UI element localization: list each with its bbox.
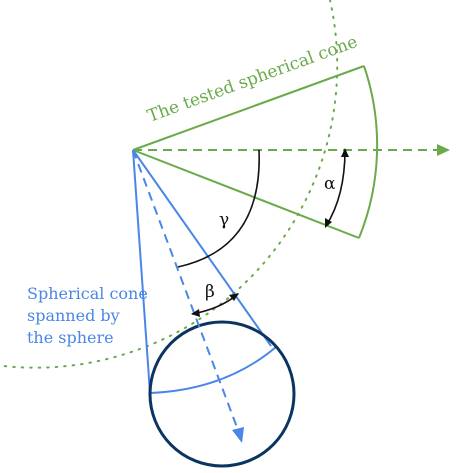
beta-arrowhead-right <box>229 293 239 301</box>
spanned-cone-axis-arrowhead <box>232 427 244 443</box>
spanned-cone-axis <box>132 149 239 431</box>
beta-arrowhead-left <box>191 309 200 317</box>
alpha-label: α <box>324 174 336 194</box>
sphere <box>148 320 296 468</box>
gamma-label: γ <box>219 210 229 230</box>
spanned-cone-edge-right <box>132 149 272 347</box>
spanned-cone-cap-arc <box>149 346 277 394</box>
alpha-angle-arc <box>325 149 346 227</box>
alpha-arrowhead-bottom <box>325 218 332 228</box>
tested-cone-edge-upper <box>132 65 365 151</box>
spanned-cone-label-line-1: Spherical cone <box>27 284 148 303</box>
beta-label: β <box>205 282 215 302</box>
spanned-cone-edge-left <box>132 149 151 394</box>
spanned-cone-label-line-3: the sphere <box>27 328 114 347</box>
tested-cone-axis-arrowhead <box>437 144 450 156</box>
alpha-arrowhead-top <box>341 148 349 157</box>
spanned-cone-label-line-2: spanned by <box>27 306 120 325</box>
outer-dotted-arc <box>0 0 339 369</box>
tested-cone-cap-arc <box>358 65 379 239</box>
tested-cone-edge-lower <box>132 149 360 239</box>
gamma-angle-arc <box>177 149 260 268</box>
